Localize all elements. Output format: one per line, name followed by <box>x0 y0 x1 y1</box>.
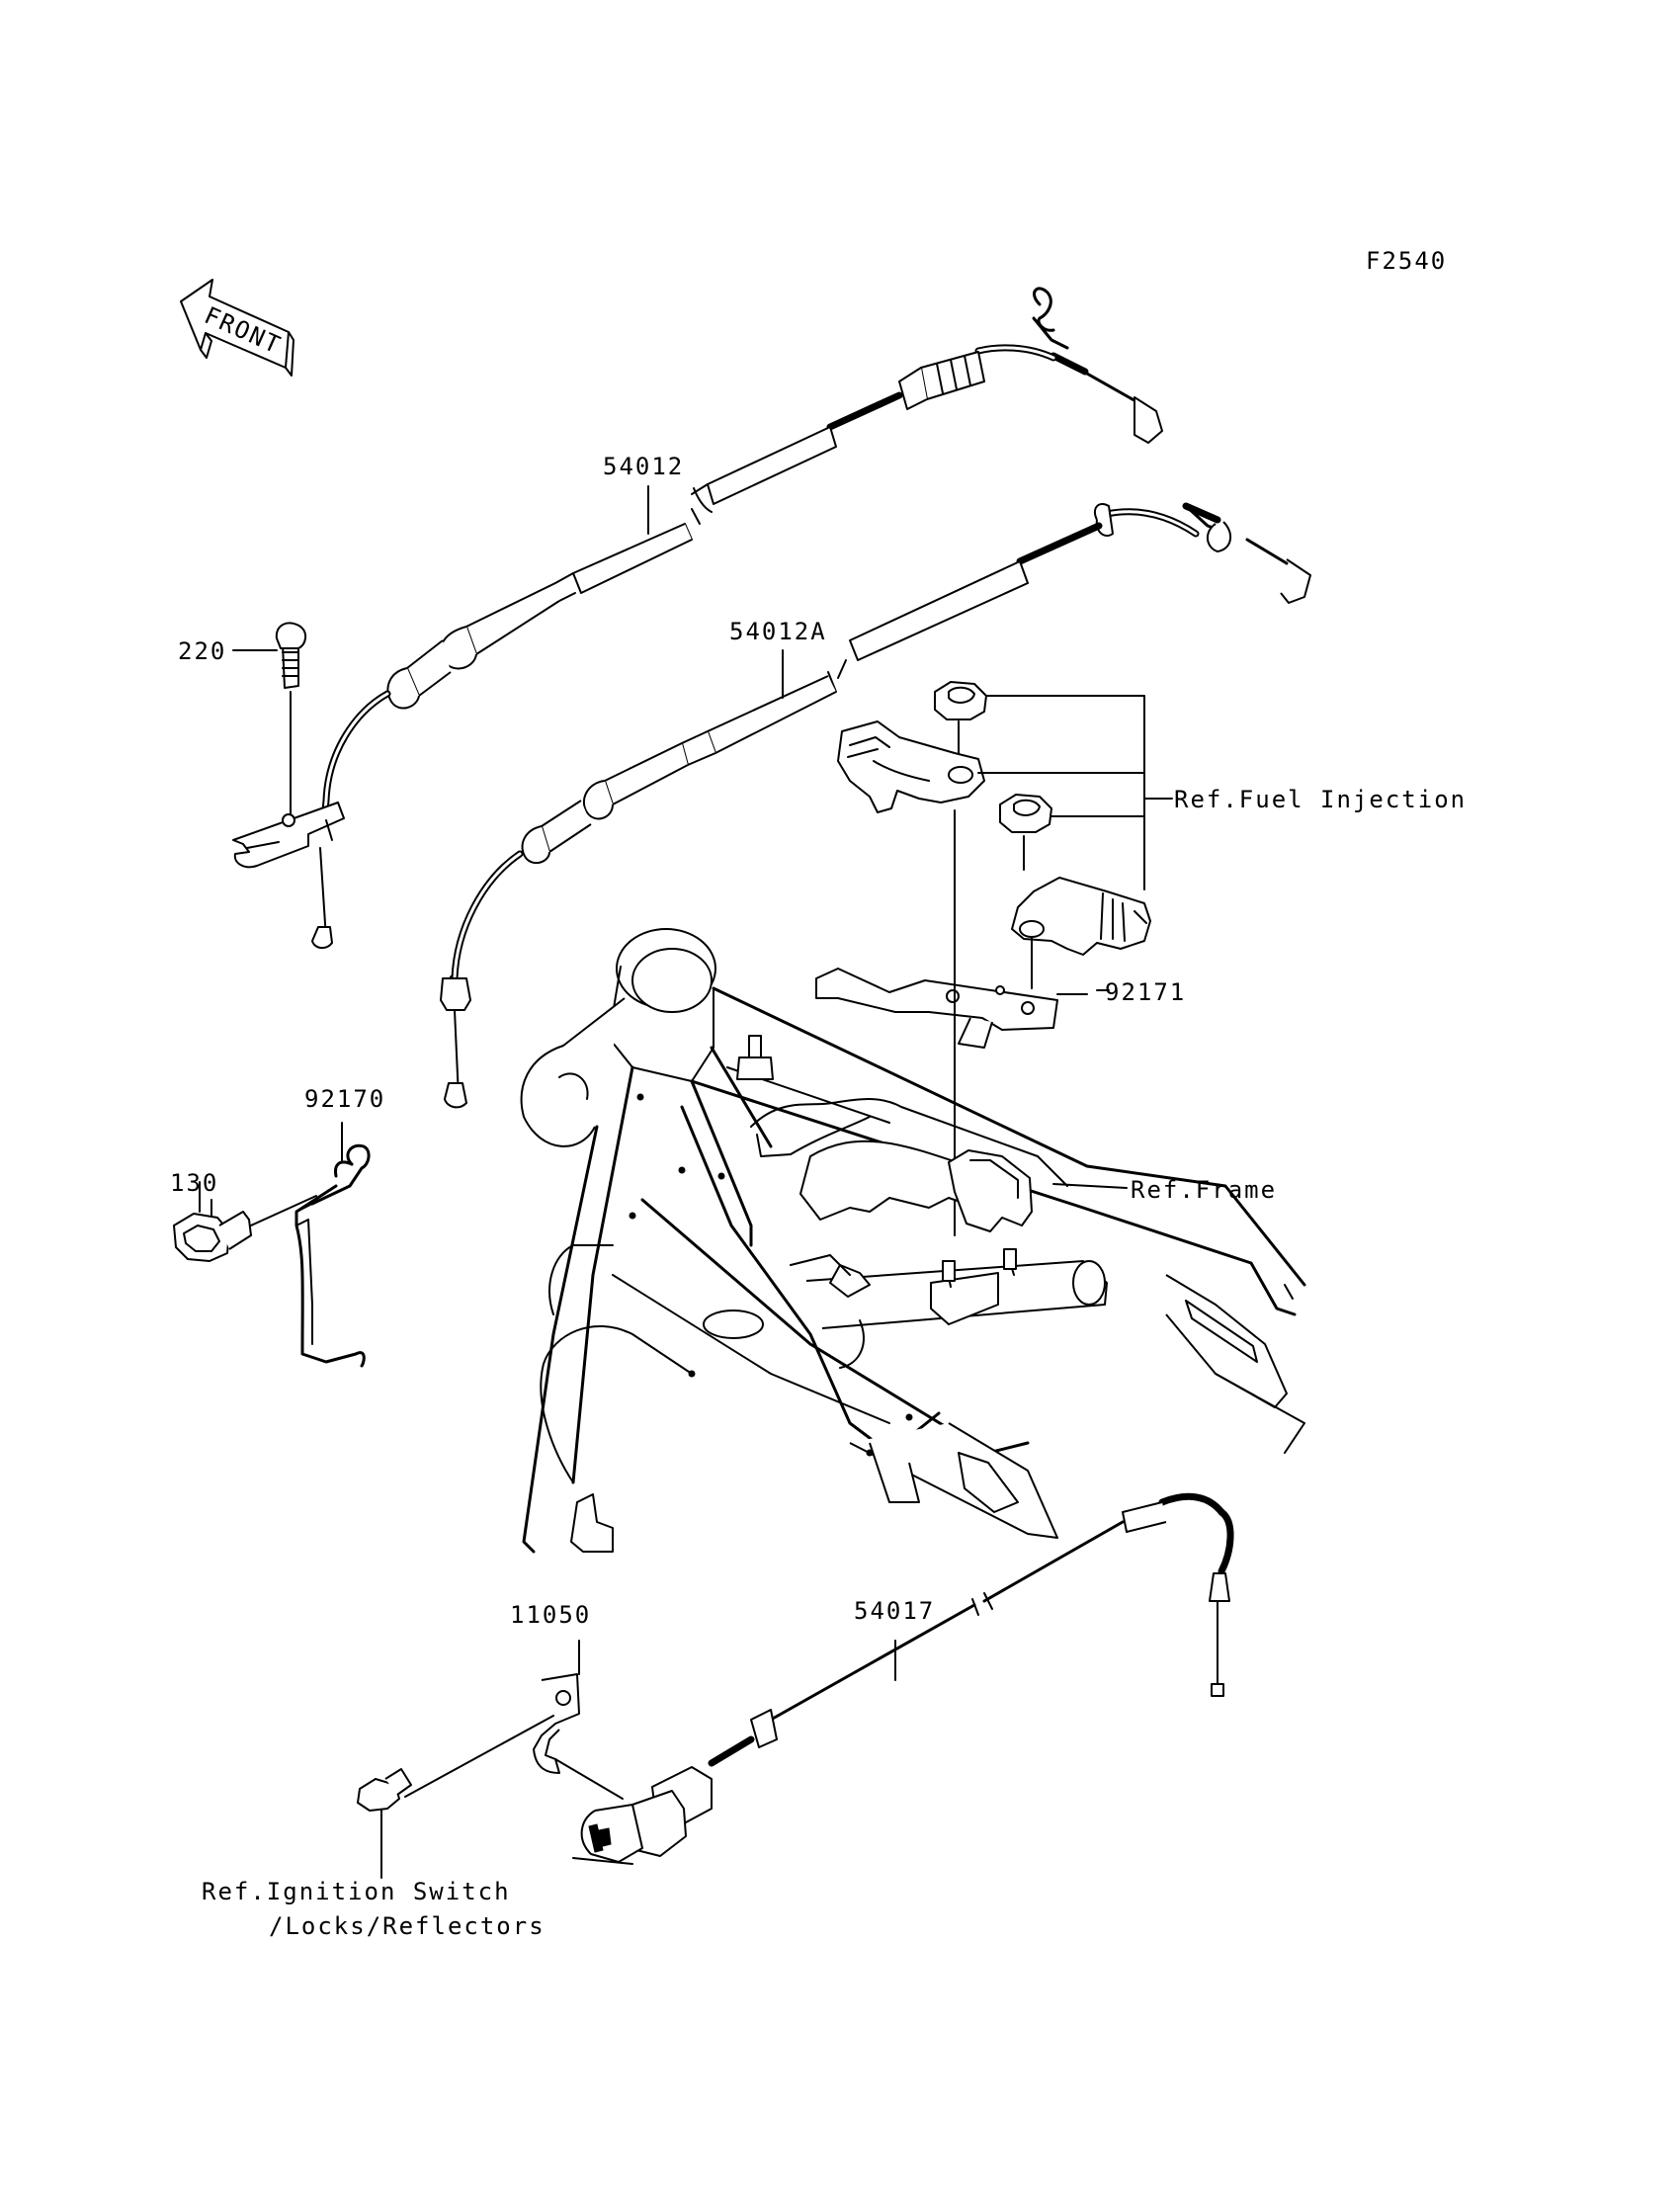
front-arrow-label: FRONT <box>201 301 287 360</box>
bracket-92170 <box>294 1143 371 1368</box>
leader-lines <box>210 485 1128 1681</box>
throttle-cable-54012A <box>440 502 1311 1109</box>
bracket-11050 <box>404 1673 624 1800</box>
figure-code: F2540 <box>1366 247 1447 275</box>
ref-locks-reflectors: /Locks/Reflectors <box>269 1912 546 1940</box>
label-11050: 11050 <box>510 1601 591 1629</box>
ref-ignition-switch: Ref.Ignition Switch <box>202 1878 511 1905</box>
ref-fuel-injection: Ref.Fuel Injection <box>1174 786 1467 813</box>
choke-cable-54017 <box>572 1492 1234 1865</box>
label-92170: 92170 <box>304 1085 385 1113</box>
throttle-cable-54012 <box>232 287 1163 949</box>
ref-frame: Ref.Frame <box>1131 1176 1277 1204</box>
screw-ignition-ref <box>357 1768 412 1879</box>
label-220: 220 <box>178 637 226 665</box>
fuel-injection-parts <box>815 681 1173 1236</box>
front-arrow-icon: FRONT <box>180 279 294 377</box>
frame <box>520 928 1306 1554</box>
label-54012: 54012 <box>603 453 684 480</box>
label-130: 130 <box>170 1169 218 1197</box>
label-54012A: 54012A <box>729 618 827 645</box>
label-54017: 54017 <box>854 1597 935 1625</box>
bolt-130 <box>173 1181 317 1262</box>
label-92171: 92171 <box>1105 978 1186 1006</box>
